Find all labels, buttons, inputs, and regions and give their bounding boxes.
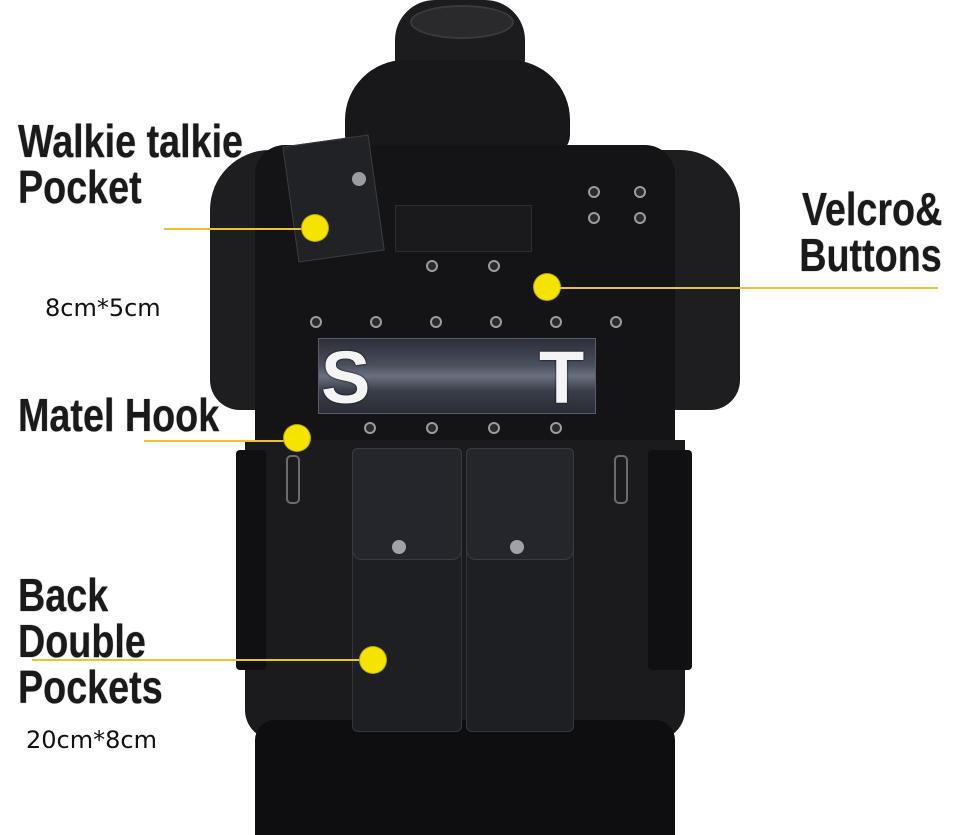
snap-button: [634, 212, 646, 224]
vest-collar: [345, 60, 570, 155]
velcro-label-line2: Buttons: [799, 229, 942, 281]
snap-button: [550, 422, 562, 434]
walkie-talkie-marker-dot: [302, 215, 328, 241]
walkie-talkie-pocket: [282, 134, 385, 263]
snap-button: [634, 186, 646, 198]
snap-button: [488, 422, 500, 434]
snap-button: [550, 316, 562, 328]
metal-hook-marker-dot: [284, 425, 310, 451]
walkie-talkie-label-line2: Pocket: [18, 161, 142, 213]
snap-button: [430, 316, 442, 328]
st-name-patch: S T: [318, 336, 596, 419]
back-pocket-left-flap: [352, 448, 462, 560]
snap-button: [588, 186, 600, 198]
snap-button: [426, 260, 438, 272]
velcro-label-line1: Velcro&: [801, 183, 942, 235]
back-pockets-leader-line: [32, 659, 362, 661]
metal-hook-left: [286, 455, 300, 504]
walkie-talkie-label-line1: Walkie talkie: [18, 115, 244, 167]
back-pockets-marker-dot: [360, 647, 386, 673]
snap-button: [364, 422, 376, 434]
walkie-pocket-snap: [352, 172, 366, 186]
back-pockets-label-line3: Pockets: [18, 661, 163, 713]
walkie-talkie-dimension: 8cm*5cm: [45, 294, 161, 322]
back-pockets-label-line2: Double: [18, 615, 146, 667]
back-pockets-label-line1: Back: [18, 569, 109, 621]
velcro-marker-dot: [534, 274, 560, 300]
velcro-leader-line: [560, 287, 938, 289]
patch-letter-s: S: [321, 336, 371, 419]
snap-button: [490, 316, 502, 328]
walkie-talkie-leader-line: [164, 228, 304, 230]
velcro-top-strip: [395, 205, 532, 252]
metal-hook-leader-line: [144, 440, 284, 442]
snap-button: [426, 422, 438, 434]
metal-hook-right: [614, 455, 628, 504]
vest-body-lower: [245, 440, 685, 740]
snap-button: [370, 316, 382, 328]
mannequin-neck-rim: [410, 5, 514, 39]
metal-hook-label: Matel Hook: [18, 389, 220, 441]
snap-button: [488, 260, 500, 272]
back-pockets-dimension: 20cm*8cm: [26, 726, 157, 754]
snap-button: [588, 212, 600, 224]
snap-button: [310, 316, 322, 328]
left-side-strap: [236, 450, 266, 670]
right-side-strap: [648, 450, 692, 670]
pocket-snap-right: [510, 540, 524, 554]
mannequin-base: [255, 720, 675, 835]
pocket-snap-left: [392, 540, 406, 554]
patch-letter-t: T: [539, 336, 585, 419]
snap-button: [610, 316, 622, 328]
